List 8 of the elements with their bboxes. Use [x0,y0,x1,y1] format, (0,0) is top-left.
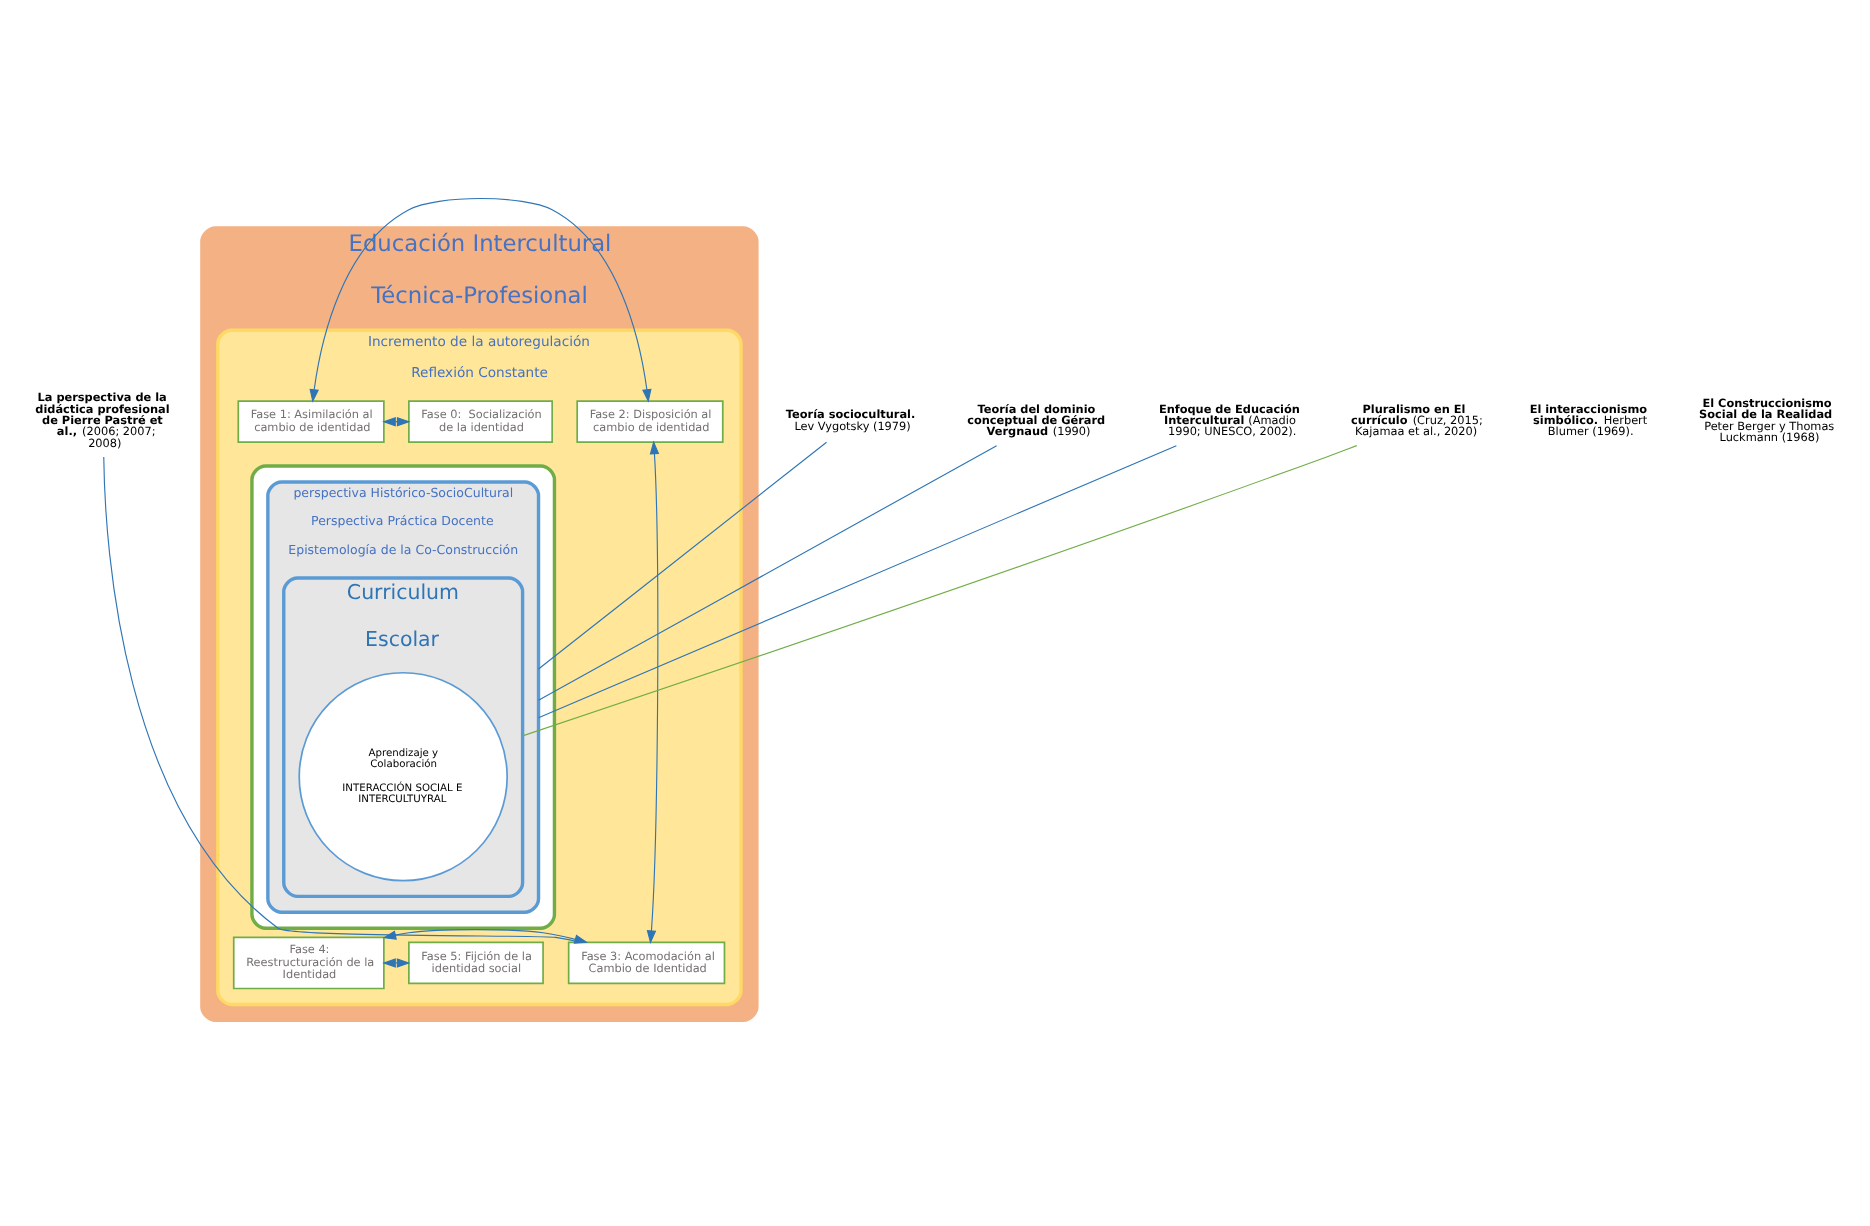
connector [536,440,827,669]
connector [536,444,1176,718]
arrow [645,439,659,944]
cluster [249,463,556,929]
arrow [381,957,410,967]
connector [521,444,1357,736]
connector [536,444,997,700]
arrow [308,197,651,402]
